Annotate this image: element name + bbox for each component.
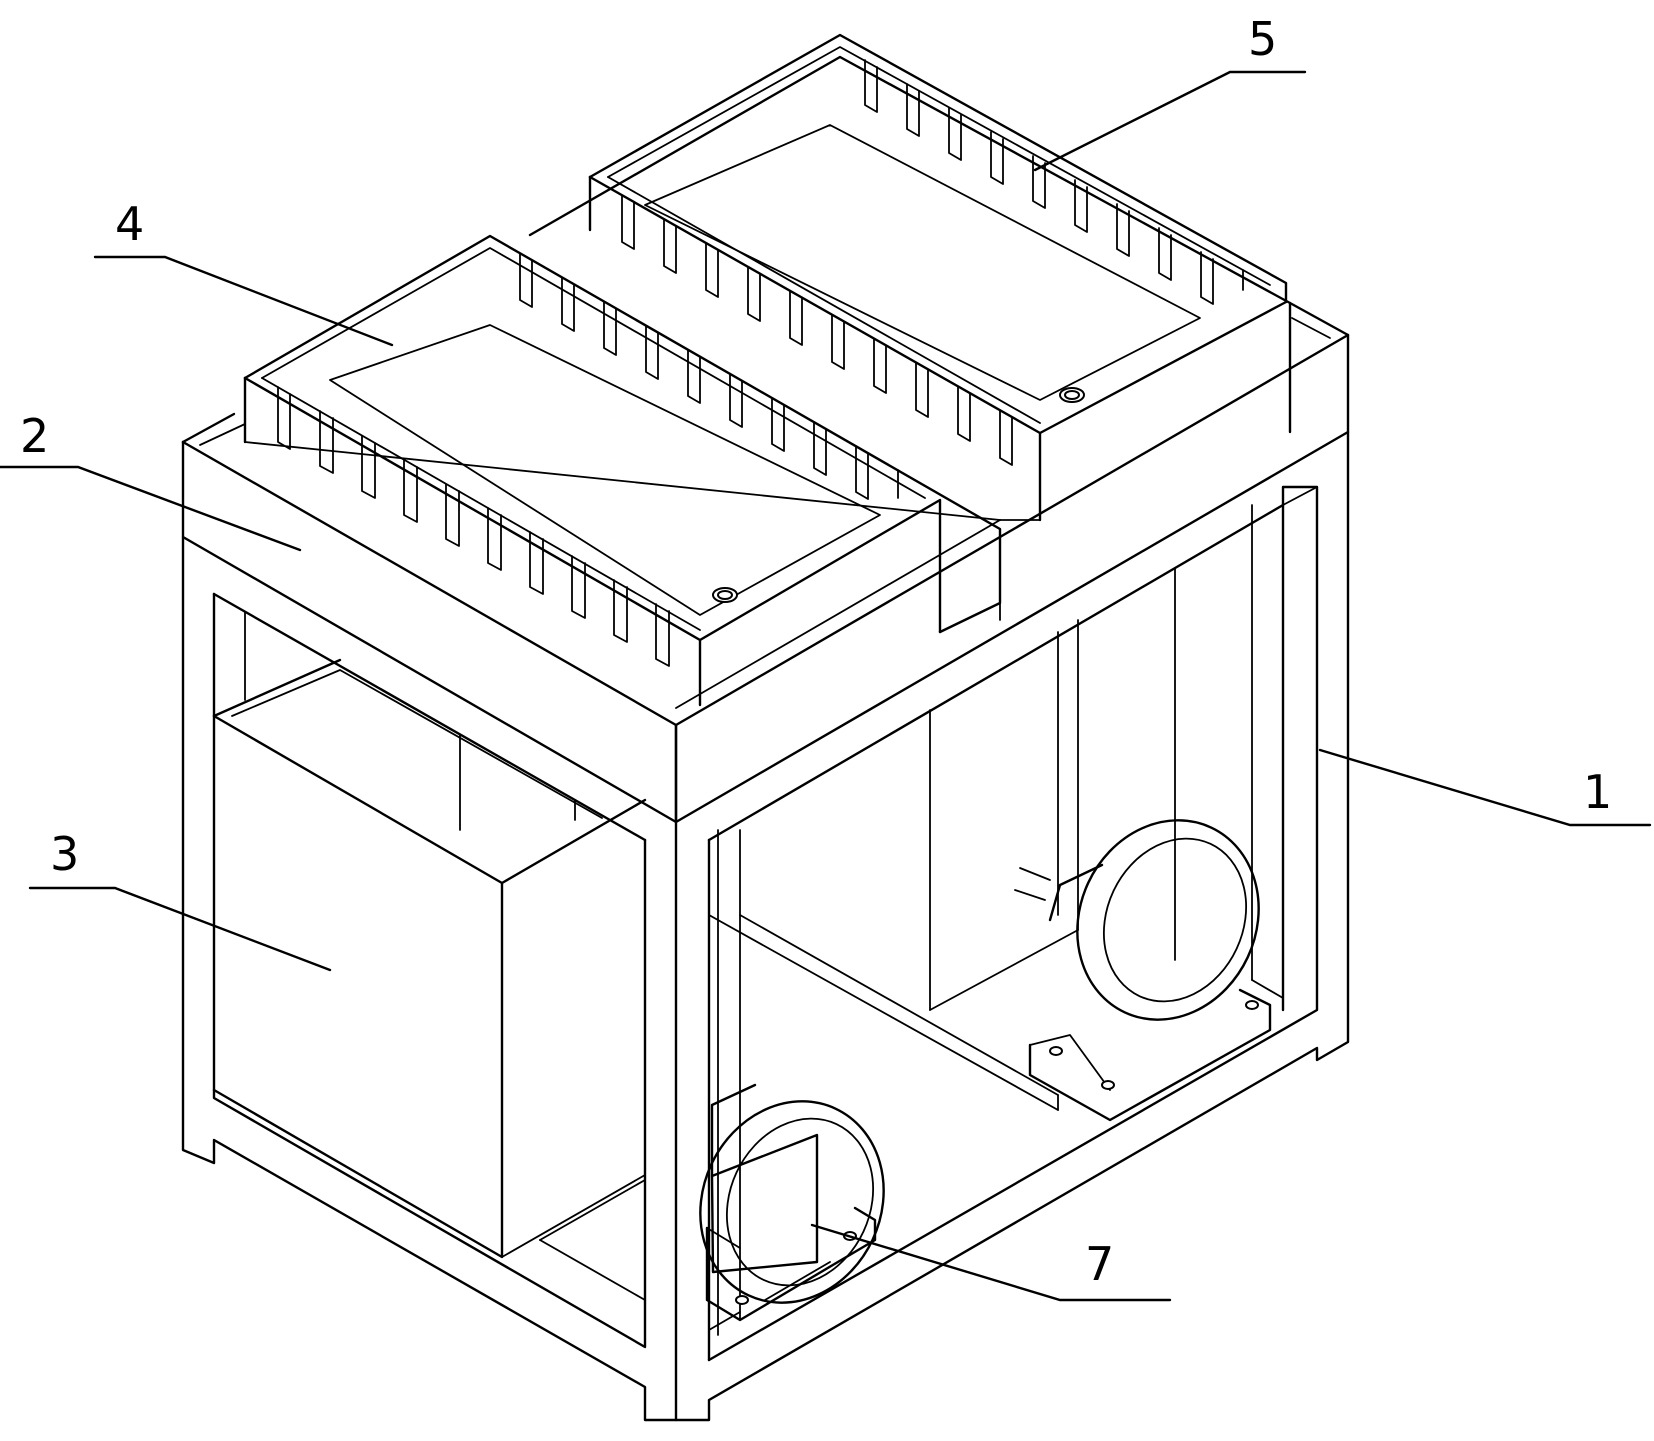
label-2: 2 — [20, 409, 49, 463]
leader-4 — [93, 255, 394, 347]
motor-rear — [1014, 819, 1272, 1122]
left-tray — [243, 234, 1002, 707]
reference-labels: 1 2 3 4 5 7 — [20, 12, 1612, 1291]
leader-lines — [0, 70, 1652, 1302]
label-5: 5 — [1248, 12, 1277, 66]
label-7: 7 — [1085, 1237, 1114, 1291]
leader-2 — [0, 465, 302, 552]
leader-1 — [1318, 748, 1652, 827]
motor-front — [699, 1083, 885, 1322]
lower-box — [212, 658, 647, 1259]
label-3: 3 — [50, 827, 79, 881]
leader-3 — [28, 886, 332, 972]
label-4: 4 — [115, 197, 144, 251]
leader-7 — [810, 1223, 1172, 1302]
right-tray — [528, 33, 1292, 621]
label-1: 1 — [1583, 765, 1612, 819]
frame — [181, 301, 1350, 1422]
upper-housing — [244, 423, 1001, 521]
leader-5 — [1033, 70, 1307, 172]
